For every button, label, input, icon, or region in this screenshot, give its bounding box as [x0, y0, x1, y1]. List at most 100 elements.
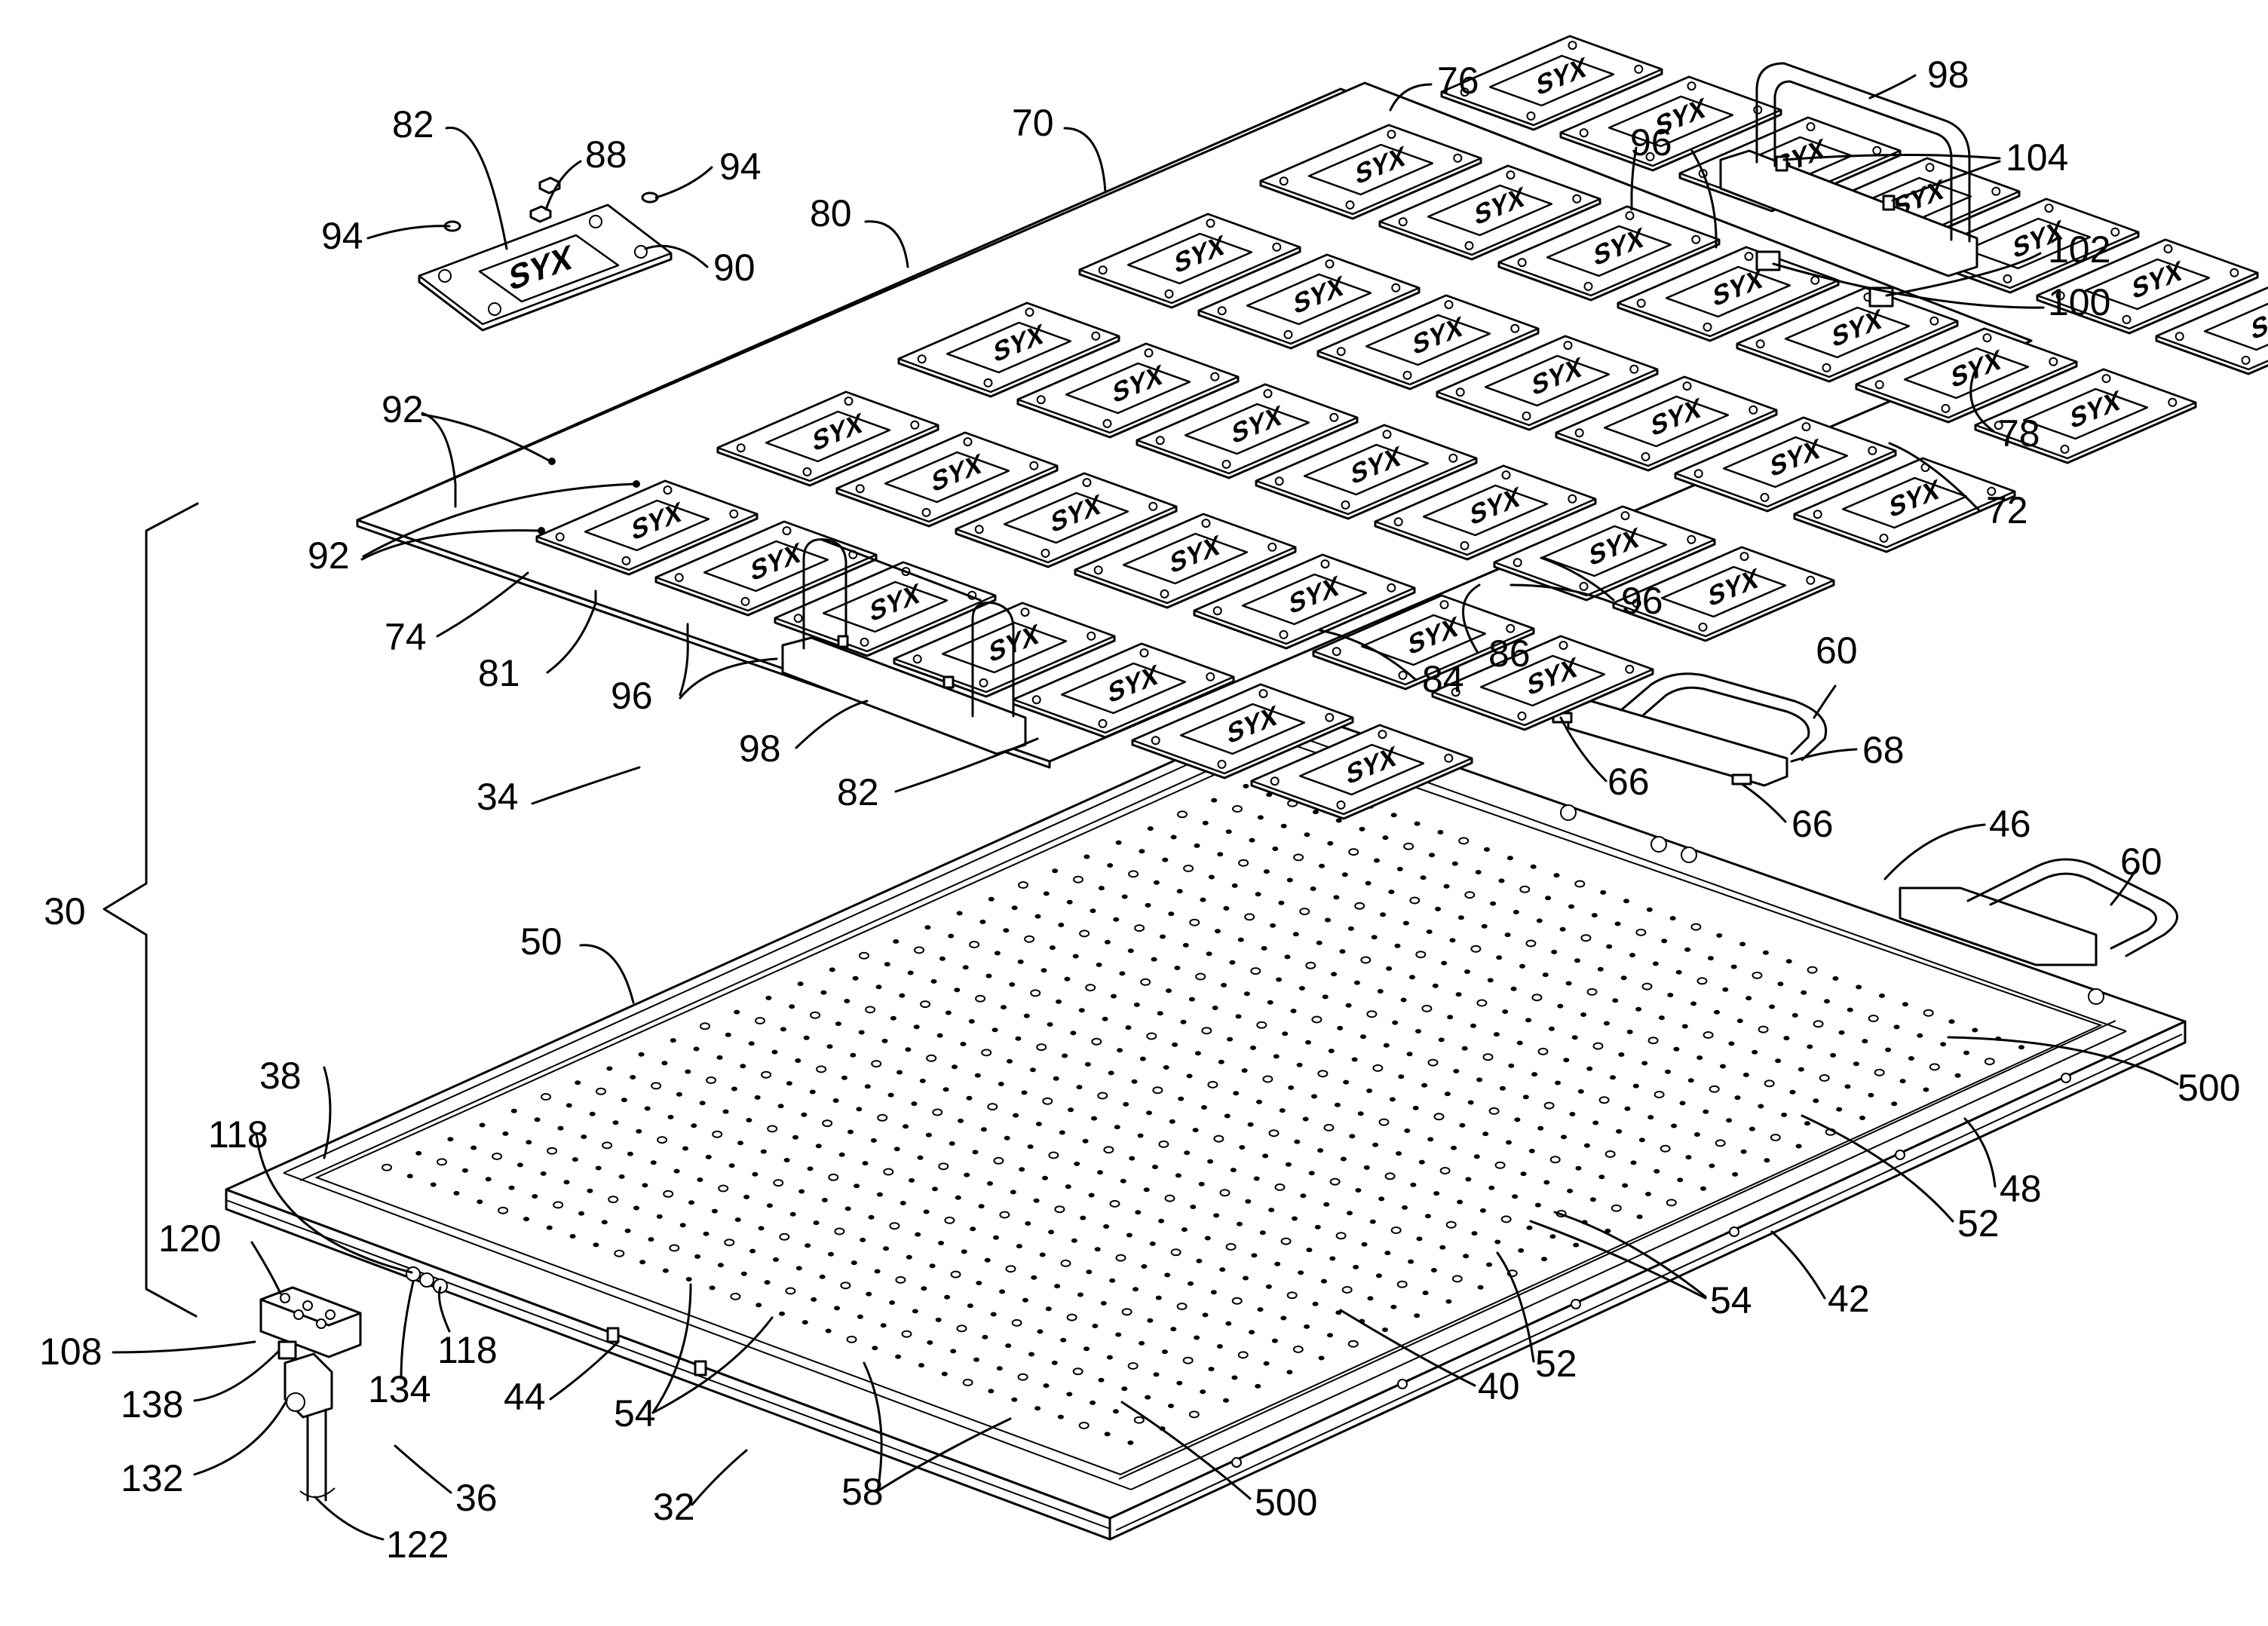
vacuum-hole — [1985, 1058, 1994, 1064]
vacuum-hole — [697, 1177, 703, 1182]
vacuum-hole — [1196, 1259, 1202, 1263]
vacuum-hole — [1139, 849, 1145, 853]
vacuum-hole — [1474, 1154, 1480, 1159]
pad-hole-90 — [590, 216, 602, 228]
vacuum-hole — [1472, 1231, 1478, 1236]
vacuum-hole — [948, 934, 954, 939]
vacuum-hole — [1367, 1011, 1376, 1017]
vacuum-hole — [1478, 1285, 1484, 1290]
vacuum-hole — [872, 1061, 881, 1067]
vacuum-hole — [1792, 1013, 1798, 1018]
vacuum-hole — [1255, 892, 1261, 896]
vacuum-hole — [1360, 1034, 1366, 1039]
pad-bolt-hole — [1745, 253, 1753, 260]
vacuum-hole — [1496, 955, 1502, 960]
leader-46 — [1885, 825, 1985, 879]
vacuum-hole — [454, 1191, 460, 1196]
pad-bolt-hole — [1203, 519, 1210, 527]
vacuum-hole — [1276, 978, 1282, 982]
vacuum-hole — [575, 1080, 581, 1085]
vacuum-hole — [1875, 1070, 1884, 1076]
pad-bolt-hole — [676, 574, 683, 581]
pad-bolt-hole — [1347, 201, 1354, 209]
vacuum-hole — [964, 1379, 973, 1386]
vacuum-hole — [933, 1110, 942, 1116]
label-50: 50 — [520, 920, 562, 963]
vacuum-hole — [1000, 1212, 1009, 1218]
pad-bolt-hole — [1026, 308, 1034, 316]
vacuum-hole — [1824, 999, 1830, 1003]
label-68: 68 — [1862, 729, 1905, 771]
vacuum-hole — [1239, 1352, 1248, 1358]
pad-bolt-hole — [1271, 777, 1279, 785]
vacuum-hole — [1382, 835, 1388, 840]
vacuum-hole — [1949, 1019, 1955, 1024]
vacuum-hole — [382, 1165, 391, 1171]
vacuum-hole — [1830, 1053, 1836, 1058]
vacuum-hole — [535, 1117, 541, 1122]
pad-bolt-hole — [911, 421, 918, 429]
vacuum-hole — [1423, 1291, 1429, 1295]
vacuum-hole — [1034, 1406, 1041, 1410]
vacuum-hole — [1129, 1363, 1138, 1369]
handle-pin — [838, 636, 847, 647]
vacuum-hole — [1380, 1119, 1389, 1125]
vacuum-hole — [1807, 1045, 1813, 1049]
vacuum-hole — [936, 1318, 942, 1322]
vacuum-hole — [633, 1206, 639, 1211]
label-36: 36 — [455, 1477, 498, 1519]
vacuum-hole — [1028, 1352, 1034, 1357]
vacuum-hole — [1304, 832, 1310, 837]
pad-bolt-hole — [985, 379, 992, 387]
vacuum-hole — [1086, 1269, 1092, 1274]
vacuum-hole — [1704, 1032, 1713, 1038]
vacuum-hole — [1680, 1101, 1686, 1105]
vacuum-hole — [829, 1174, 838, 1180]
pad-bolt-hole — [1322, 560, 1329, 568]
hose-break — [300, 1488, 335, 1497]
vacuum-hole — [670, 1038, 676, 1043]
vacuum-hole — [1325, 918, 1331, 923]
pad-bolt-hole — [1161, 590, 1169, 598]
vacuum-hole — [1955, 1073, 1961, 1078]
vacuum-hole — [1554, 873, 1560, 877]
vacuum-hole — [1572, 1035, 1578, 1040]
leader-42 — [1772, 1232, 1825, 1298]
vacuum-hole — [1879, 994, 1885, 998]
pad-bolt-hole — [1149, 503, 1157, 510]
vacuum-hole — [1049, 1153, 1058, 1159]
vacuum-hole — [1019, 1167, 1025, 1171]
label-100: 100 — [2048, 281, 2110, 323]
label-48: 48 — [2000, 1168, 2042, 1210]
vacuum-hole — [590, 1112, 596, 1116]
vacuum-hole — [1323, 1202, 1329, 1207]
vacuum-hole — [884, 1169, 893, 1175]
vacuum-hole — [835, 1229, 844, 1235]
vacuum-hole — [1233, 1091, 1239, 1095]
vacuum-hole — [1759, 1027, 1768, 1033]
vacuum-hole — [1506, 1141, 1512, 1145]
leader-122 — [315, 1497, 383, 1539]
vacuum-hole — [1527, 1226, 1533, 1230]
vacuum-hole — [1482, 924, 1488, 929]
vacuum-hole — [789, 1004, 795, 1009]
vacuum-hole — [915, 1233, 921, 1237]
pad-bolt-hole — [1092, 332, 1099, 340]
pad-bolt-hole — [1585, 283, 1592, 290]
label-96: 96 — [1630, 121, 1672, 164]
vacuum-hole — [1203, 821, 1209, 825]
vacuum-hole — [1090, 908, 1096, 913]
vacuum-hole — [1439, 1037, 1445, 1042]
vacuum-hole — [668, 1115, 674, 1119]
pad-bolt-hole — [1280, 631, 1288, 638]
vacuum-hole — [1386, 1173, 1395, 1179]
vacuum-hole — [805, 1243, 811, 1248]
vacuum-hole — [1053, 1076, 1059, 1081]
vacuum-hole — [888, 1093, 894, 1098]
vacuum-hole — [1573, 1243, 1579, 1248]
vacuum-hole — [470, 1146, 477, 1150]
vacuum-hole — [826, 1329, 832, 1334]
pad-bolt-hole — [1083, 479, 1091, 486]
vacuum-hole — [685, 1070, 691, 1074]
pad-bolt-hole — [1507, 171, 1515, 179]
